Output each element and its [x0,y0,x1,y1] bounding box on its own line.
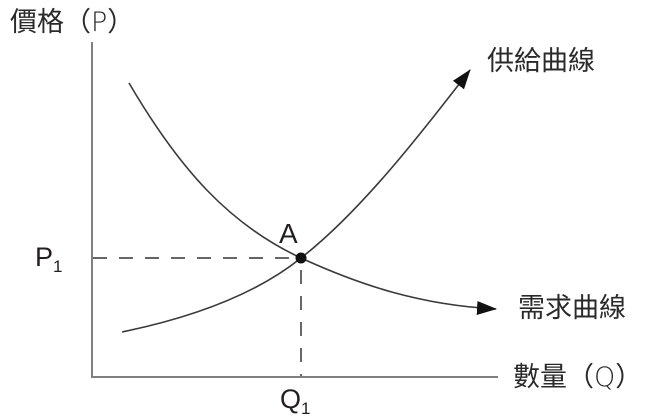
equilibrium-point [295,252,307,264]
supply-curve-label: 供給曲線 [487,46,595,77]
price-subscript: 1 [53,257,63,276]
demand-curve-label: 需求曲線 [518,293,626,324]
equilibrium-label: A [279,218,298,249]
x-axis-title: 數量（Q） [513,362,643,393]
demand-curve [128,82,497,315]
y-axis-title: 價格（P） [10,7,135,38]
quantity-tick-label: Q1 [280,384,311,418]
supply-curve [121,69,471,333]
quantity-symbol: Q [280,384,302,414]
quantity-subscript: 1 [301,399,311,418]
price-tick-label: P1 [35,242,63,276]
price-symbol: P [35,242,54,272]
